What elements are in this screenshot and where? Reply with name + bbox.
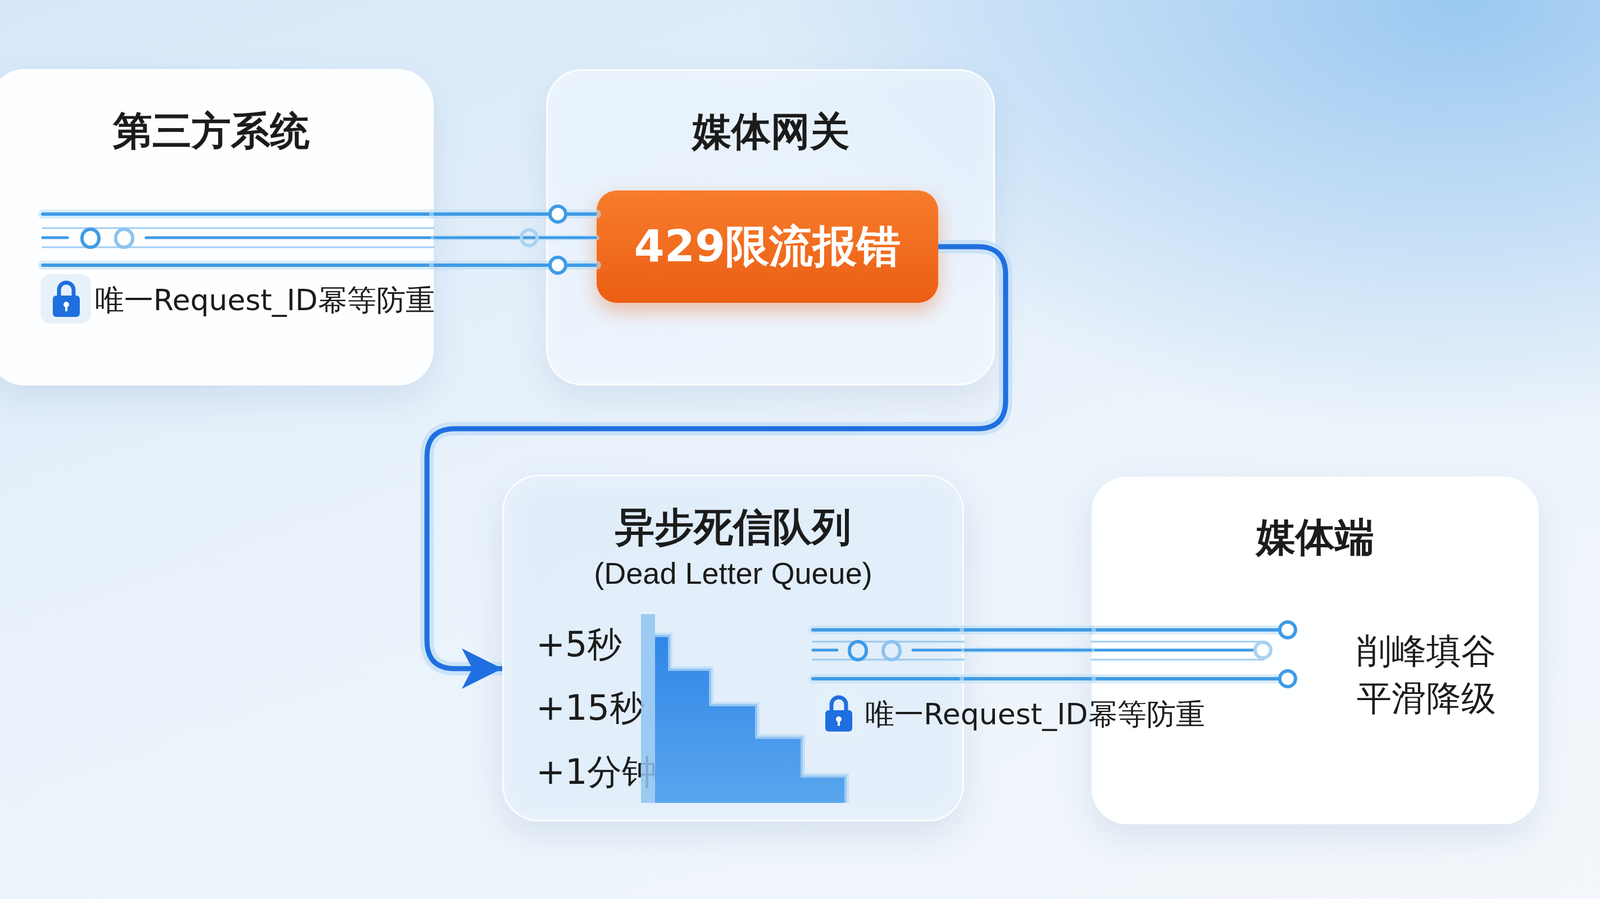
data-stream bbox=[812, 621, 1296, 687]
node-title: 第三方系统 bbox=[0, 107, 433, 155]
connector-glow bbox=[426, 246, 1006, 669]
stream-glow bbox=[433, 209, 597, 219]
retry-staircase bbox=[641, 614, 847, 803]
stream-end bbox=[550, 257, 566, 274]
flow-connector bbox=[433, 206, 597, 274]
stream-glow bbox=[964, 647, 1092, 653]
stream-line bbox=[433, 212, 597, 216]
flow-connector bbox=[964, 629, 1092, 679]
stream-line bbox=[964, 648, 1092, 652]
retry-delay: +15秒 bbox=[535, 687, 645, 729]
data-stream bbox=[42, 214, 434, 266]
node-subtitle: (Dead Letter Queue) bbox=[503, 555, 963, 592]
stream-glow bbox=[433, 260, 597, 270]
lock-icon bbox=[40, 274, 92, 324]
idempotency-note: 唯一Request_ID幂等防重 bbox=[94, 282, 435, 318]
flow-connector bbox=[426, 246, 1006, 669]
stream-glow bbox=[433, 234, 597, 241]
stream-end bbox=[521, 229, 538, 246]
media-box: 媒体端削峰填谷 平滑降级 bbox=[1091, 476, 1539, 825]
gateway-box: 媒体网关 429限流报错 bbox=[546, 69, 995, 386]
connector-line bbox=[426, 246, 1006, 669]
queue-box: 异步死信队列 (Dead Letter Queue) +5秒 +15秒 +1分钟 bbox=[502, 474, 965, 822]
error-box: 429限流报错 bbox=[596, 190, 939, 303]
node-title: 媒体端 bbox=[1092, 513, 1538, 561]
system-box: 第三方系统唯一Request_ID幂等防重 bbox=[0, 69, 434, 386]
stream-line bbox=[964, 676, 1092, 681]
node-title: 媒体网关 bbox=[547, 107, 994, 156]
stream-glow bbox=[964, 674, 1092, 684]
stream-line bbox=[964, 628, 1092, 632]
lock-icon bbox=[814, 689, 863, 739]
stream-line bbox=[433, 263, 597, 267]
retry-delay: +1分钟 bbox=[535, 751, 657, 793]
error-text: 429限流报错 bbox=[596, 190, 939, 303]
stream-line bbox=[433, 236, 597, 240]
node-title: 异步死信队列 bbox=[503, 503, 963, 551]
node-description: 削峰填谷 平滑降级 bbox=[1356, 627, 1510, 722]
stream-glow bbox=[964, 625, 1092, 635]
stream-end bbox=[550, 206, 566, 222]
retry-delay: +5秒 bbox=[535, 624, 622, 665]
